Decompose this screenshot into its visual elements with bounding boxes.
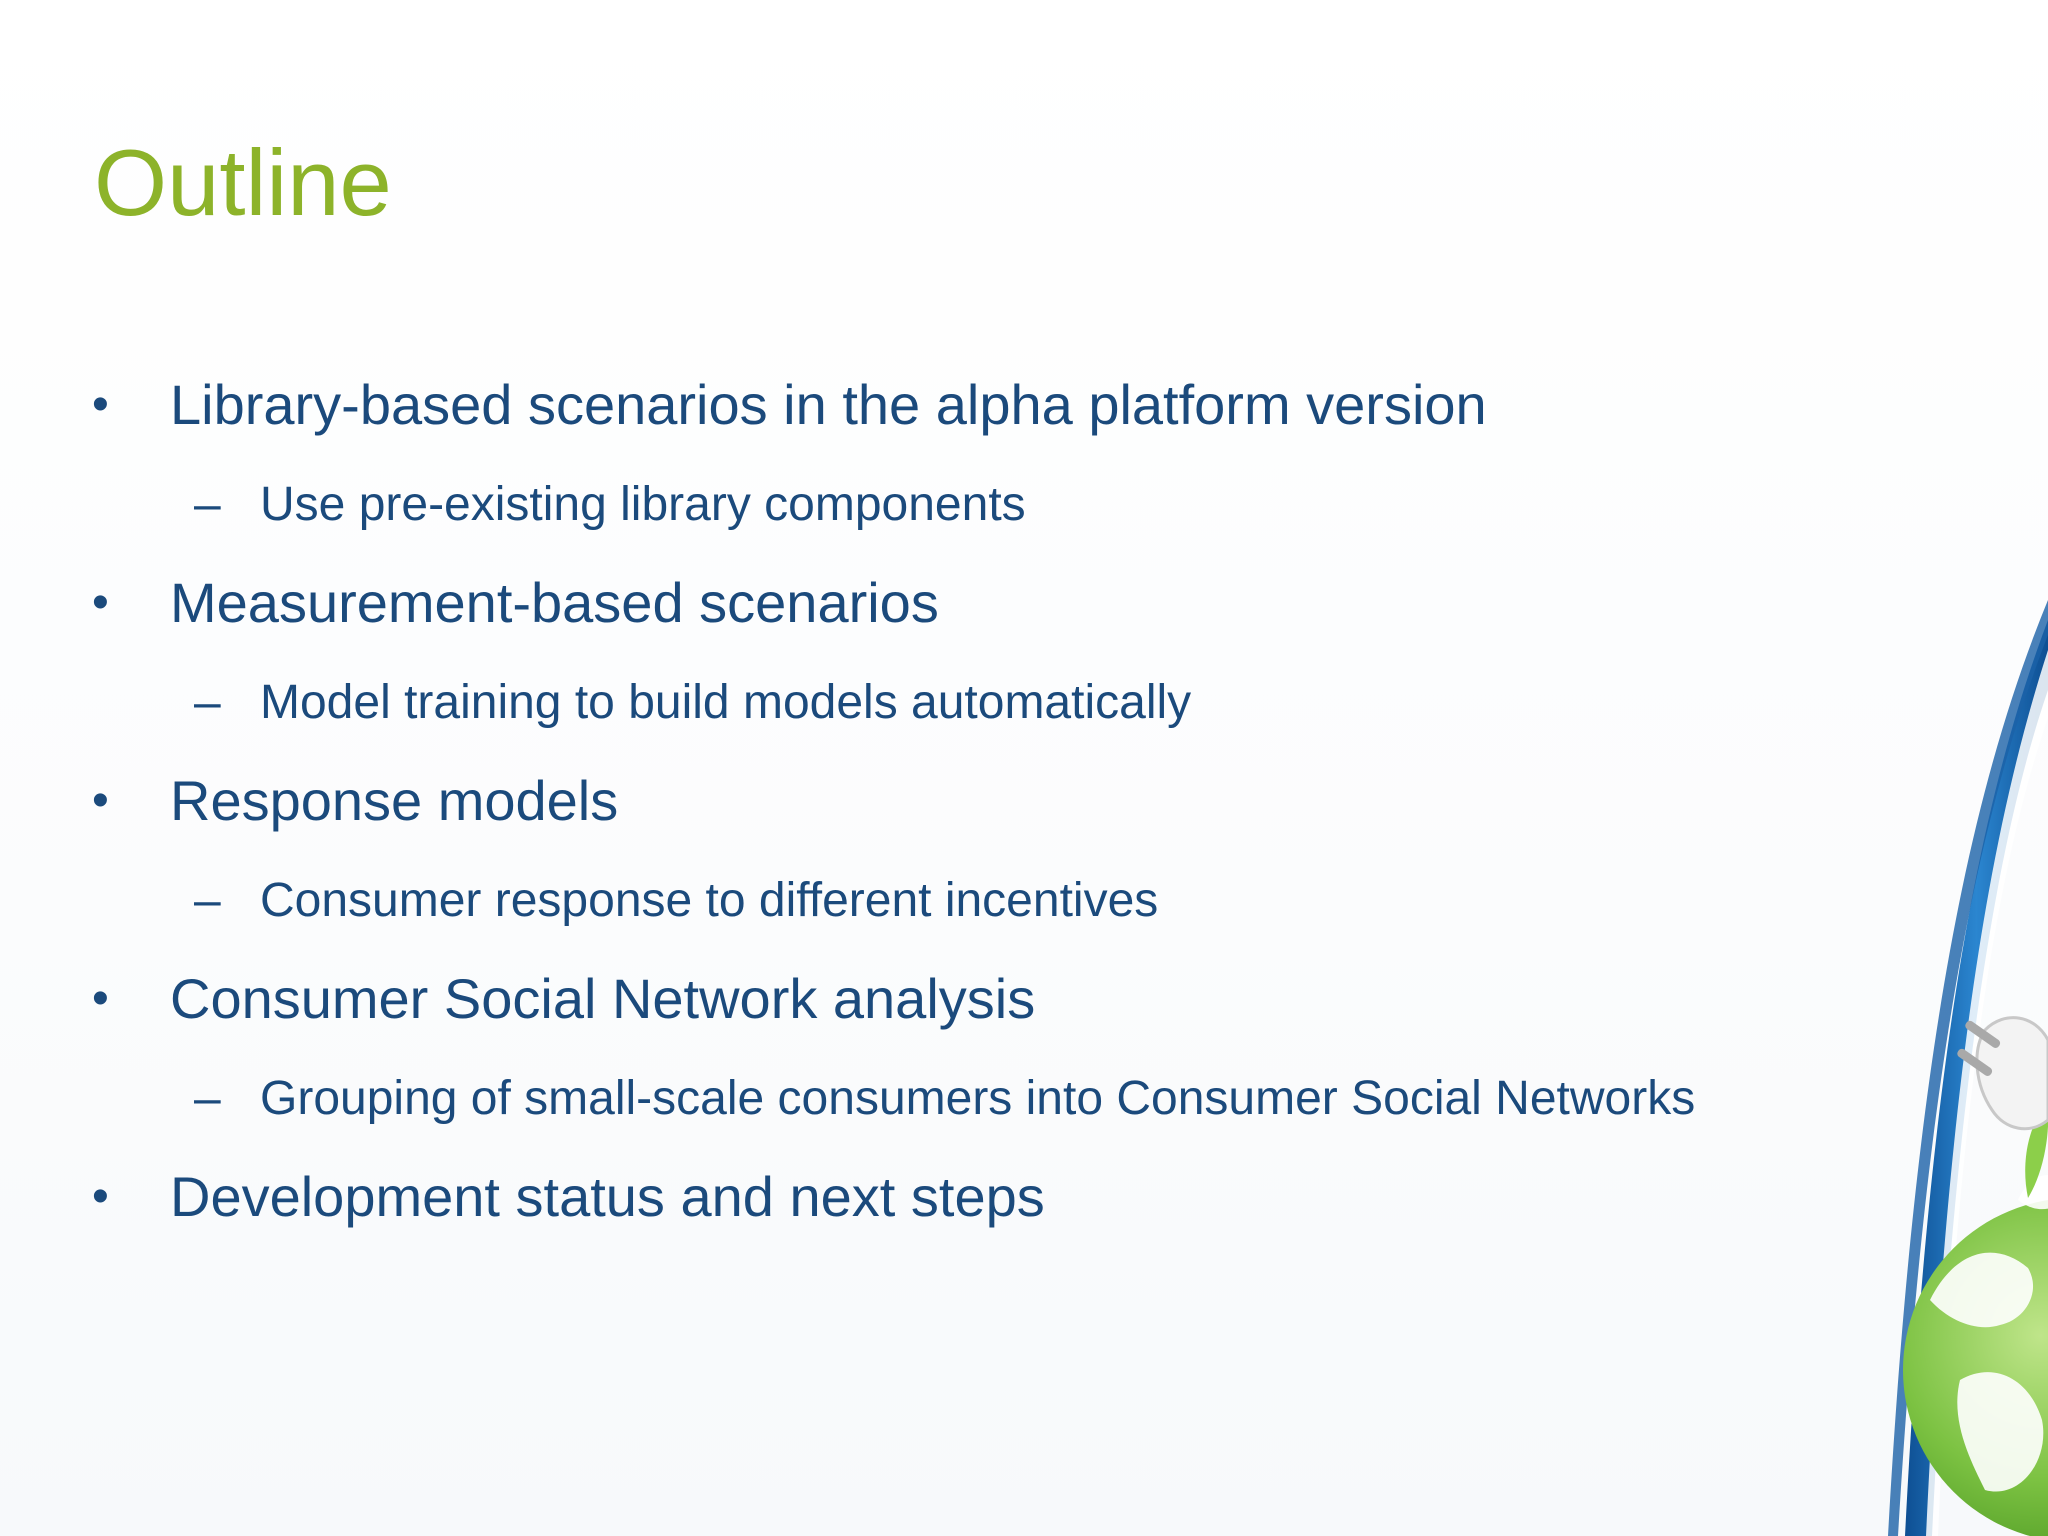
dash-marker: – (194, 478, 221, 531)
dash-marker: – (194, 874, 221, 927)
dash-marker: – (194, 1072, 221, 1125)
slide-title: Outline (94, 130, 392, 235)
bullet-text: Measurement-based scenarios (170, 571, 939, 634)
bullet-marker: • (92, 576, 109, 629)
dash-marker: – (194, 676, 221, 729)
bullet-marker: • (92, 1170, 109, 1223)
outline-list: • Library-based scenarios in the alpha p… (92, 373, 1696, 1228)
bullet-text: Library-based scenarios in the alpha pla… (170, 373, 1487, 436)
bullet-text: Response models (170, 769, 619, 832)
sub-bullet-text: Use pre-existing library components (260, 478, 1026, 531)
bullet-text: Development status and next steps (170, 1165, 1045, 1228)
bullet-marker: • (92, 972, 109, 1025)
bullet-text: Consumer Social Network analysis (170, 967, 1036, 1030)
bullet-marker: • (92, 774, 109, 827)
globe (1903, 1105, 2048, 1536)
power-plug (1957, 1016, 2048, 1131)
globe-with-plug-and-blue-swoosh-icon (1888, 600, 2048, 1536)
sub-bullet-text: Consumer response to different incentive… (260, 874, 1159, 927)
bullet-marker: • (92, 378, 109, 431)
sub-bullet-text: Model training to build models automatic… (260, 676, 1192, 729)
sub-bullet-text: Grouping of small-scale consumers into C… (260, 1072, 1696, 1125)
